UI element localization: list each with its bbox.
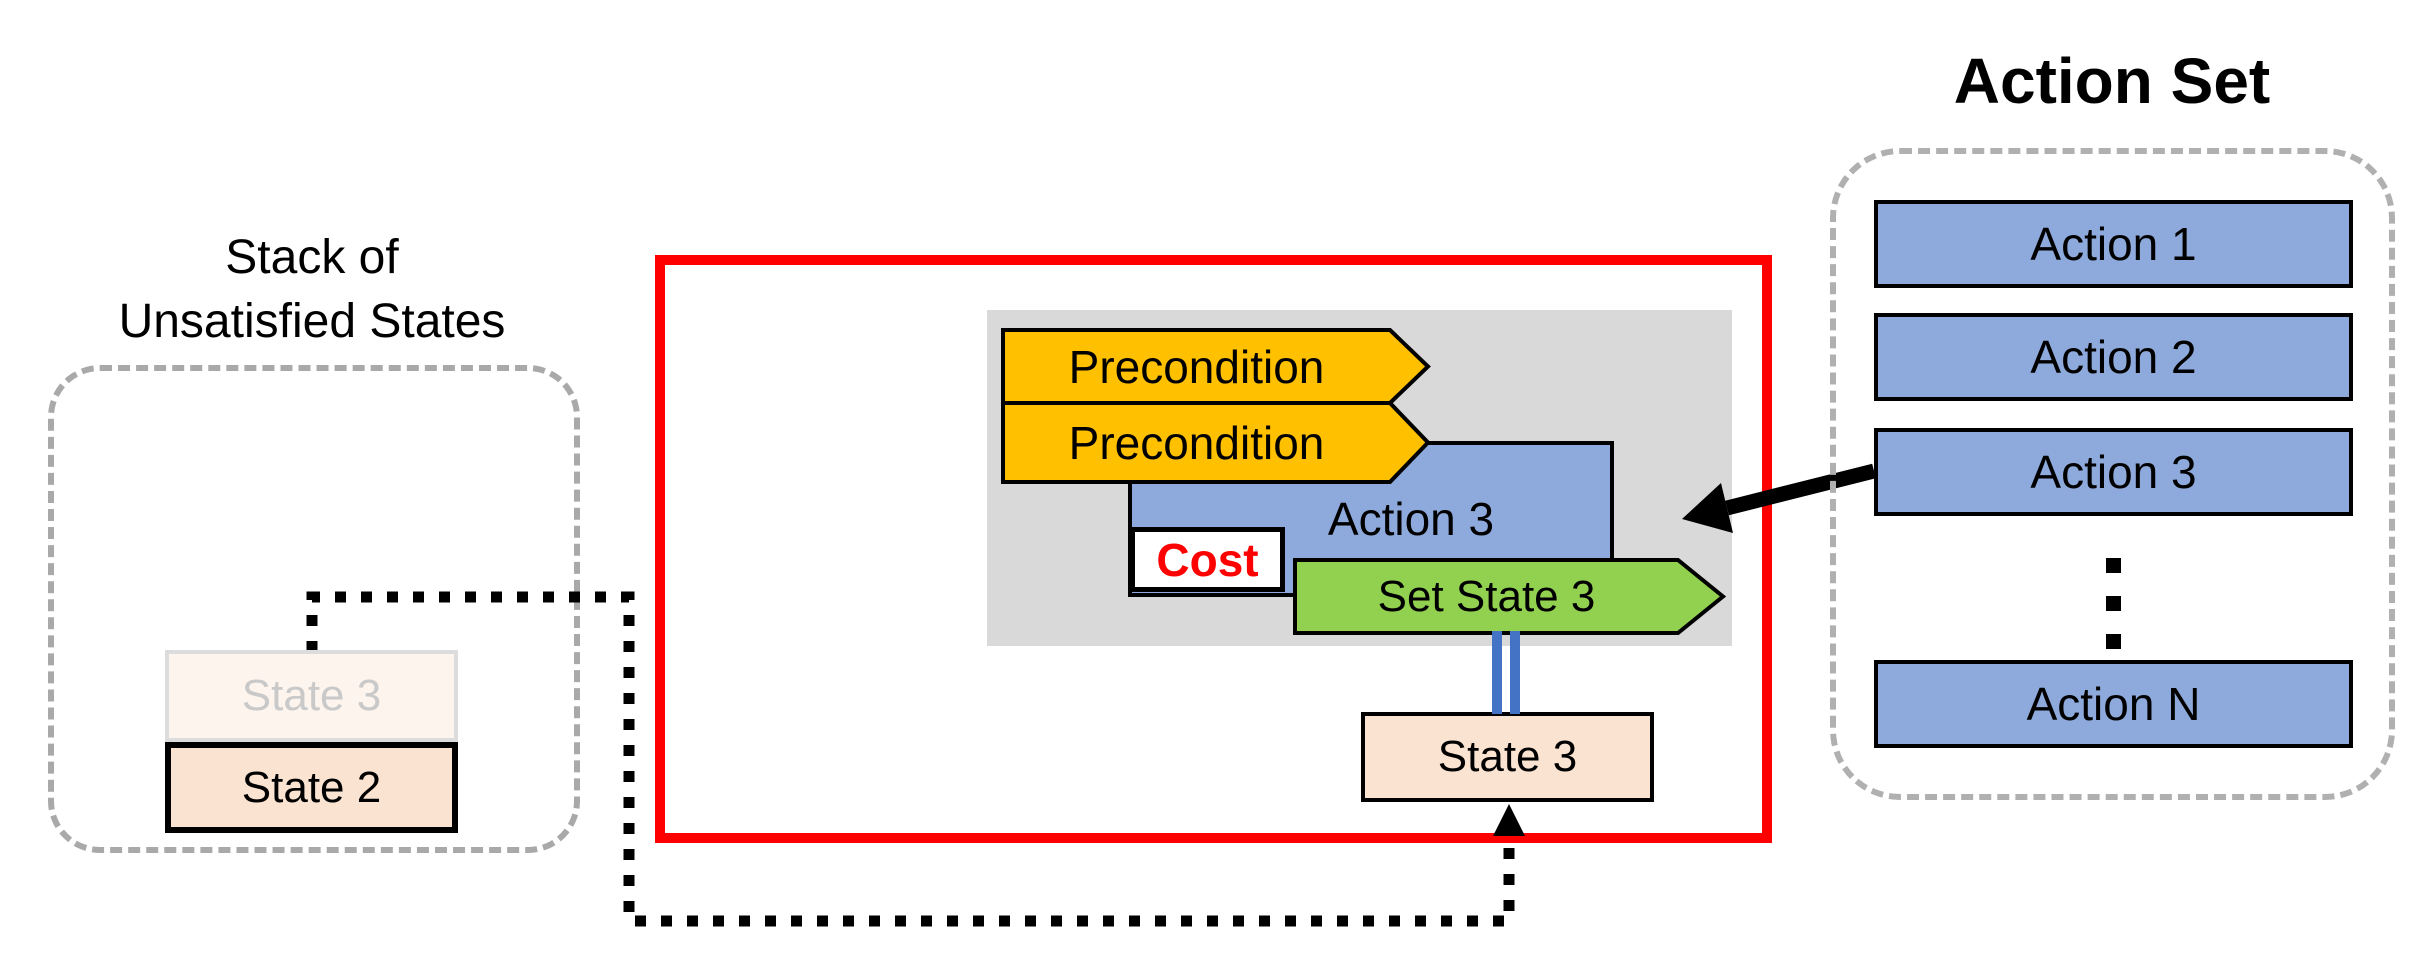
current-action-frame bbox=[655, 255, 1772, 843]
action-set-container bbox=[1830, 148, 2395, 800]
cost-box: Cost bbox=[1130, 527, 1285, 592]
precondition-2-label: Precondition bbox=[1068, 416, 1325, 469]
stacked-state-3-label: State 3 bbox=[241, 671, 382, 720]
action-set-item-2: Action 2 bbox=[1874, 313, 2353, 401]
action-n-label: Action N bbox=[2026, 678, 2201, 730]
cost-label: Cost bbox=[1156, 533, 1259, 586]
set-state-3-label: Set State 3 bbox=[1377, 571, 1596, 621]
action-3-detail-label: Action 3 bbox=[1327, 493, 1495, 545]
precondition-1-label: Precondition bbox=[1068, 340, 1325, 393]
stacked-state-3-box: State 3 bbox=[165, 650, 458, 742]
set-state-3: Set State 3 bbox=[1295, 560, 1678, 633]
stack-label: Stack of Unsatisfied States bbox=[37, 226, 587, 354]
result-state-box: State 3 bbox=[1361, 712, 1654, 802]
stack-label-line2: Unsatisfied States bbox=[118, 295, 506, 348]
action-3-label: Action 3 bbox=[2030, 446, 2197, 498]
vertical-ellipsis-icon bbox=[2106, 558, 2121, 649]
action-1-label: Action 1 bbox=[2030, 218, 2197, 270]
precondition-1: Precondition bbox=[1003, 330, 1390, 403]
stack-label-line1: Stack of bbox=[225, 231, 399, 284]
action-set-title: Action Set bbox=[1953, 45, 2271, 117]
action-set-item-1: Action 1 bbox=[1874, 200, 2353, 288]
precondition-2: Precondition bbox=[1003, 403, 1390, 482]
result-state-label: State 3 bbox=[1437, 732, 1578, 781]
stacked-state-2-box: State 2 bbox=[165, 742, 458, 833]
stacked-state-2-label: State 2 bbox=[241, 762, 382, 812]
action-2-label: Action 2 bbox=[2030, 331, 2197, 383]
action-set-item-3: Action 3 bbox=[1874, 428, 2353, 516]
action-set-item-n: Action N bbox=[1874, 660, 2353, 748]
